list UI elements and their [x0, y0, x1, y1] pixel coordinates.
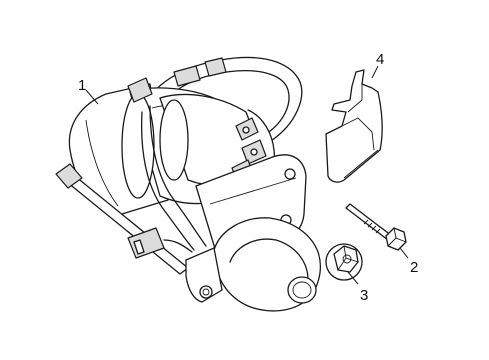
nut: [325, 243, 363, 281]
callout-labels: 1 2 3 4: [78, 51, 418, 304]
bolt: [345, 203, 407, 251]
callout-3: 3: [360, 287, 368, 304]
callout-2: 2: [410, 259, 418, 276]
leader-4: [371, 65, 379, 79]
callout-4: 4: [376, 51, 384, 68]
leader-2: [399, 247, 409, 259]
leader-1: [85, 89, 99, 105]
leader-3: [347, 271, 359, 285]
callout-1: 1: [78, 77, 86, 94]
heat-shield-bracket: [325, 69, 383, 183]
starter-motor: [55, 77, 321, 312]
leader-lines: [85, 65, 409, 285]
